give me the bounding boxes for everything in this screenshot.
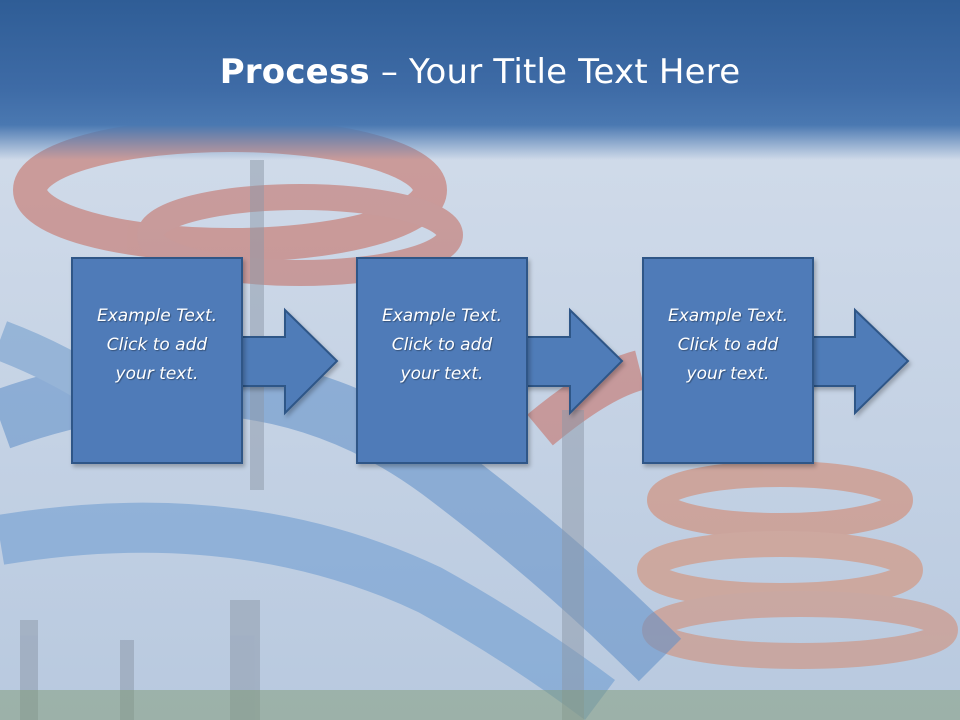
title-bar <box>0 0 960 160</box>
step-3-text[interactable]: Example Text. Click to add your text. <box>667 306 789 384</box>
arrow-2-icon <box>514 307 624 416</box>
process-step-1[interactable]: Example Text. Click to add your text. <box>71 257 243 464</box>
arrow-1-icon <box>229 307 339 416</box>
title-rest: – Your Title Text Here <box>369 52 741 92</box>
arrow-3-icon <box>799 307 910 416</box>
process-step-2[interactable]: Example Text. Click to add your text. <box>356 257 528 464</box>
step-1-text[interactable]: Example Text. Click to add your text. <box>96 306 218 384</box>
slide-title[interactable]: Process – Your Title Text Here <box>0 52 960 92</box>
process-step-3[interactable]: Example Text. Click to add your text. <box>642 257 814 464</box>
step-2-text[interactable]: Example Text. Click to add your text. <box>381 306 503 384</box>
title-bold: Process <box>219 52 370 92</box>
